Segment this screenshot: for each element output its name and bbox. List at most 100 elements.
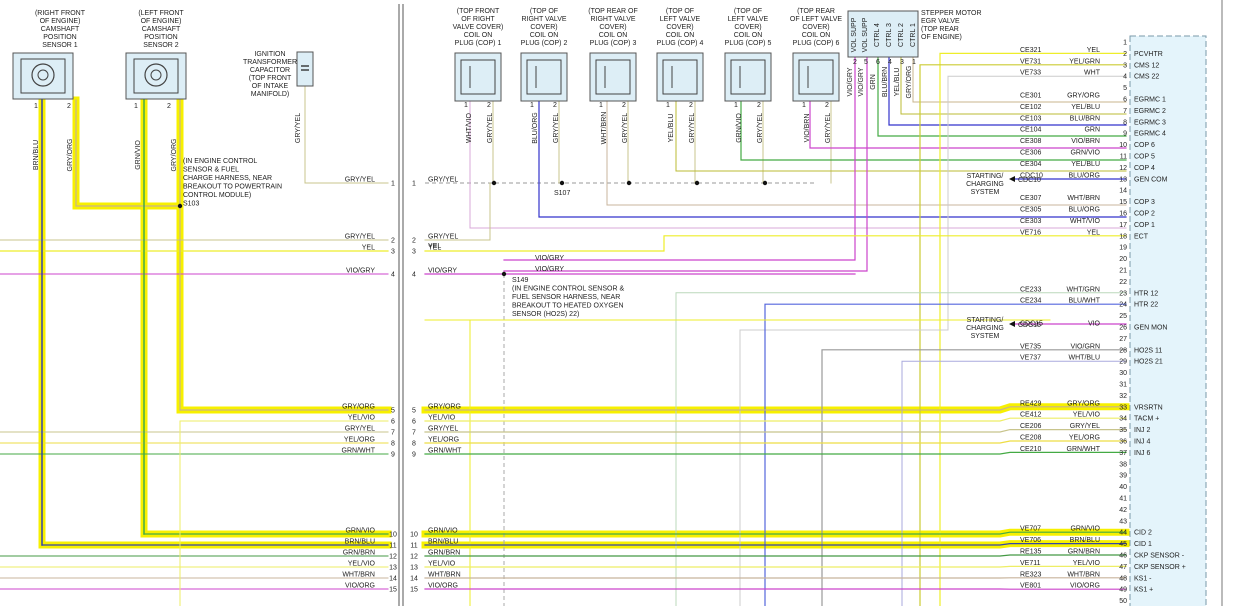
pcm-signal-name: EGRMC 2 [1134, 108, 1166, 115]
coil-3-title-line: RIGHT VALVE [590, 16, 635, 23]
wire-color-label: WHT/BRN [1067, 195, 1100, 202]
inline-wire-label-left: GRN/WHT [342, 448, 376, 455]
s103-text-line: S103 [183, 201, 199, 208]
inline-pin-left: 12 [389, 554, 397, 561]
splice-s149-dot [501, 271, 507, 277]
pcm-signal-name: EGRMC 3 [1134, 119, 1166, 126]
wire-color-vertical: WHT/BRN [601, 112, 608, 145]
s149-text-line: FUEL SENSOR HARNESS, NEAR [512, 294, 620, 301]
wire-inline-to-pcm [424, 417, 1127, 422]
inline-pin-left: 6 [391, 419, 395, 426]
egr-pin-function: CTRL 2 [898, 23, 905, 47]
inline-wire-label-left: YEL/ORG [344, 437, 375, 444]
coil-4-title-line: (TOP OF [666, 8, 694, 15]
coil-6-title-line: OF LEFT VALVE [790, 16, 842, 23]
coil-3-title-line: PLUG (COP) 3 [590, 40, 637, 47]
coil-pin-number: 1 [464, 102, 468, 109]
wire-color-label: WHT/VIO [1070, 218, 1100, 225]
inline-wire-label-left: GRN/VIO [345, 528, 375, 535]
inline-pin-left: 1 [391, 181, 395, 188]
coil-4-winding-icon [662, 59, 698, 95]
pcm-signal-name: INJ 6 [1134, 450, 1150, 457]
circuit-code: CE234 [1020, 298, 1042, 305]
inline-wire-label-right: VIO/GRY [428, 268, 457, 275]
s149-text-line: SENSOR (HO2S) 22) [512, 311, 579, 318]
inline-wire-label-right: GRN/VIO [428, 528, 458, 535]
pcm-pin-number: 45 [1119, 541, 1127, 548]
wire-color-vertical: VIO/GRY [858, 67, 865, 96]
starting-charging-1-line: STARTING/ [967, 173, 1004, 180]
coil-5-title-line: COIL ON [734, 32, 763, 39]
coil-5-title-line: LEFT VALVE [728, 16, 769, 23]
inline-pin-left: 14 [389, 576, 397, 583]
circuit-code: CE102 [1020, 104, 1042, 111]
coil-4-title-line: COIL ON [666, 32, 695, 39]
cmp-sensor-1-ring-icon [31, 63, 55, 87]
wire-color-label: VIO/GRY [535, 266, 564, 273]
s103-text-line: BREAKOUT TO POWERTRAIN [183, 184, 282, 191]
wire-cmp1-gry-org [75, 99, 181, 207]
inline-pin-left: 11 [389, 543, 396, 550]
wire-ho2s11 [821, 349, 1127, 606]
wire-ho2s21 [901, 360, 1127, 606]
inline-wire-label-left: GRY/YEL [345, 234, 375, 241]
coil-pin-number: 2 [689, 102, 693, 109]
wire-color-label: GRN/WHT [1067, 446, 1101, 453]
inline-wire-label-left: VIO/GRY [346, 268, 375, 275]
splice-s103-dot [177, 203, 183, 209]
coil-5-title-line: (TOP OF [734, 8, 762, 15]
starting-charging-2-line: SYSTEM [971, 333, 1000, 340]
cmp-sensor-1-inner [20, 58, 66, 94]
pcm-signal-name: COP 1 [1134, 222, 1155, 229]
sensor-pin-number: 2 [167, 103, 171, 110]
coil-1-title-line: VALVE COVER) [453, 24, 504, 31]
pcm-pin-number: 21 [1119, 268, 1127, 275]
wire-color-vertical: GRN [870, 74, 877, 90]
pcm-pin-number: 43 [1119, 518, 1127, 525]
inline-pin-right: 12 [410, 554, 418, 561]
egr-pin-number: 3 [900, 59, 904, 66]
pcm-signal-name: GEN COM [1134, 176, 1168, 183]
coil-3-title-line: COIL ON [599, 32, 628, 39]
wire-cop1 [469, 99, 1127, 229]
wire-egrmc2 [900, 56, 1127, 115]
wire-color-label: BLU/WHT [1069, 298, 1101, 305]
circuit-code: CE208 [1020, 435, 1042, 442]
pcm-pin-number: 10 [1119, 142, 1127, 149]
capacitor-box [296, 51, 314, 87]
inline-pin-right: 13 [410, 565, 418, 572]
circuit-code: CE206 [1020, 423, 1042, 430]
cmp-sensor-2-box [125, 52, 187, 100]
wire-color-label: VIO/BRN [1071, 138, 1100, 145]
egr-pin-number: 6 [876, 59, 880, 66]
inline-wire-label-left: YEL/VIO [348, 561, 376, 568]
pcm-signal-name: CMS 22 [1134, 74, 1159, 81]
wire-color-vertical: GRY/YEL [295, 113, 302, 143]
circuit-code: CE306 [1020, 150, 1042, 157]
circuit-code: CE304 [1020, 161, 1042, 168]
cmp-sensor-1-title-line: OF ENGINE) [40, 18, 81, 25]
pcm-signal-name: CID 1 [1134, 541, 1152, 548]
inline-pin-left: 2 [391, 238, 395, 245]
pcm-pin-number: 7 [1123, 108, 1127, 115]
wire-color-label: BRN/BLU [1070, 537, 1100, 544]
capacitor-title-line: TRANSFORMER [243, 59, 297, 66]
coil-pin-number: 1 [666, 102, 670, 109]
pcm-signal-name: KS1 - [1134, 575, 1152, 582]
cmp-sensor-2-core-icon [150, 69, 162, 81]
wire-inline-to-pcm [424, 451, 1127, 455]
wire-htr12 [675, 292, 1127, 606]
coil-2-title-line: COIL ON [530, 32, 559, 39]
pcm-signal-name: TACM + [1134, 416, 1159, 423]
starting-charging-2-line: STARTING/ [967, 317, 1004, 324]
circuit-code: CE308 [1020, 138, 1042, 145]
inline-pin-right: 6 [412, 419, 416, 426]
circuit-code: CDC10 [1020, 172, 1043, 179]
egr-pin-number: 4 [888, 59, 892, 66]
pcm-pin-number: 17 [1119, 222, 1127, 229]
pcm-pin-number: 22 [1119, 279, 1127, 286]
coil-pin-number: 1 [802, 102, 806, 109]
coil-1-title-line: (TOP FRONT [457, 8, 500, 15]
egr-title-line: (TOP REAR [921, 26, 959, 33]
wire-color-label: YEL/VIO [1073, 412, 1101, 419]
